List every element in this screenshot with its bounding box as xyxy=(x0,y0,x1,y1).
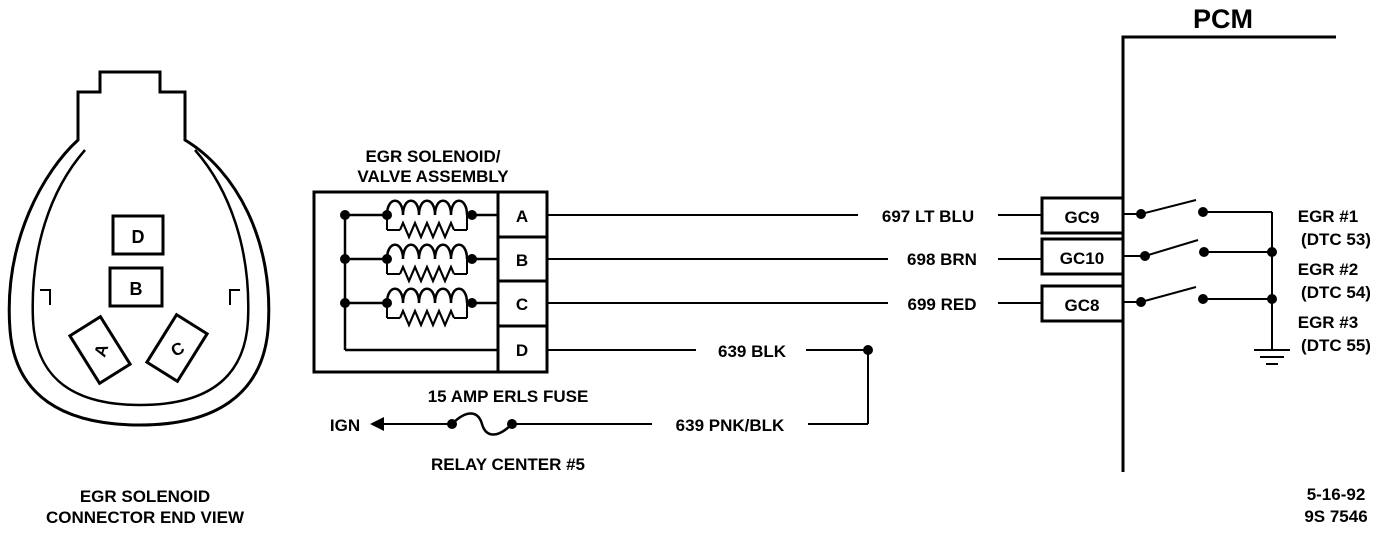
solenoid-coil-c xyxy=(340,287,498,327)
fuse-label: 15 AMP ERLS FUSE xyxy=(428,387,589,406)
pcm-pin-gc8-label: GC8 xyxy=(1065,296,1100,315)
assembly-title-line2: VALVE ASSEMBLY xyxy=(357,167,509,186)
connector-pin-b xyxy=(108,266,164,308)
wire-b-label: 698 BRN xyxy=(907,250,977,269)
assembly-title-line1: EGR SOLENOID/ xyxy=(365,147,500,166)
ign-label: IGN xyxy=(330,416,360,435)
ground-icon xyxy=(1254,349,1290,365)
egr3-dtc: (DTC 55) xyxy=(1301,336,1371,355)
pcm: PCM GC9 GC10 GC8 xyxy=(1040,4,1371,472)
assembly-terminal-c: C xyxy=(516,295,528,314)
fuse-wire-label: 639 PNK/BLK xyxy=(676,416,785,435)
wire-c: 699 RED xyxy=(547,295,1042,314)
pcm-switch-3 xyxy=(1123,286,1272,307)
fuse-symbol xyxy=(451,412,513,436)
fuse-circuit: 15 AMP ERLS FUSE 639 PNK/BLK IGN RELAY C… xyxy=(330,387,785,474)
connector-caption-line1: EGR SOLENOID xyxy=(80,487,210,506)
pcm-pin-gc10-label: GC10 xyxy=(1060,249,1104,268)
pcm-pin-gc8 xyxy=(1040,284,1125,323)
pcm-pin-gc9 xyxy=(1040,196,1125,235)
pcm-title: PCM xyxy=(1193,4,1253,34)
pcm-pin-gc9-label: GC9 xyxy=(1065,208,1100,227)
solenoid-coil-b xyxy=(340,243,498,283)
pcm-switch-2 xyxy=(1123,239,1272,261)
connector-key-right xyxy=(229,289,240,305)
connector-pin-b-label: B xyxy=(130,279,143,299)
connector-inner-outline xyxy=(31,149,250,407)
connector-pin-a xyxy=(67,314,133,386)
egr1-name: EGR #1 xyxy=(1298,207,1358,226)
wire-a: 697 LT BLU xyxy=(547,207,1042,226)
ign-arrow-icon xyxy=(370,417,384,431)
wire-b: 698 BRN xyxy=(547,250,1042,269)
solenoid-coil-a xyxy=(340,199,498,239)
pcm-switch-1 xyxy=(1123,199,1272,219)
footer-code: 9S 7546 xyxy=(1304,507,1367,526)
assembly-terminal-d: D xyxy=(516,341,528,360)
connector-key-left xyxy=(40,289,51,305)
egr2-dtc: (DTC 54) xyxy=(1301,283,1371,302)
egr3-name: EGR #3 xyxy=(1298,313,1358,332)
wire-c-label: 699 RED xyxy=(908,295,977,314)
connector-pin-c xyxy=(144,312,210,384)
pcm-boundary xyxy=(1121,35,1336,472)
connector-pin-a-label: A xyxy=(90,342,112,360)
egr1-dtc: (DTC 53) xyxy=(1301,230,1371,249)
connector-outline xyxy=(7,70,271,427)
connector-pin-d xyxy=(111,214,165,256)
wire-d: 639 BLK xyxy=(547,342,873,425)
egr2-name: EGR #2 xyxy=(1298,260,1358,279)
wire-d-label: 639 BLK xyxy=(718,342,787,361)
wire-a-label: 697 LT BLU xyxy=(882,207,974,226)
connector-caption-line2: CONNECTOR END VIEW xyxy=(46,508,245,527)
assembly-terminal-a: A xyxy=(516,207,528,226)
connector-end-view: D B A C EGR SOLENOID CONNECTOR END VIEW xyxy=(7,70,271,527)
footer-date: 5-16-92 xyxy=(1307,485,1366,504)
relay-label: RELAY CENTER #5 xyxy=(431,455,585,474)
solenoid-assembly: EGR SOLENOID/ VALVE ASSEMBLY A B C D xyxy=(312,147,549,374)
connector-pin-d-label: D xyxy=(132,227,145,247)
terminal-block: A B C D xyxy=(496,192,547,372)
assembly-terminal-b: B xyxy=(516,251,528,270)
